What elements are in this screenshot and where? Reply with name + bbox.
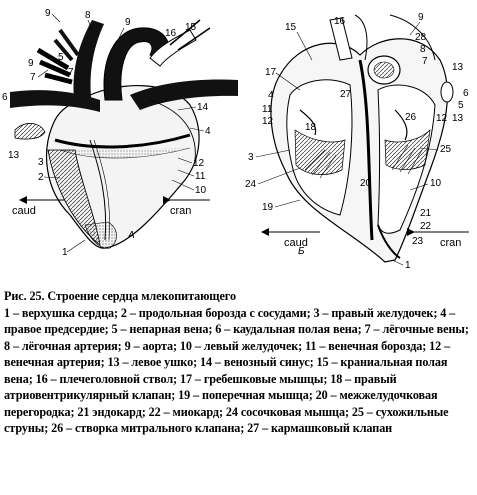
cran-label-left: cran (170, 205, 191, 217)
svg-text:8: 8 (420, 44, 426, 55)
left-panel-labels: 9 8 9 9 7 5 7 6 13 3 2 1 16 15 14 4 12 1… (2, 8, 211, 258)
svg-text:25: 25 (440, 144, 452, 155)
svg-text:16: 16 (165, 28, 177, 39)
svg-text:27: 27 (340, 89, 352, 100)
svg-text:12: 12 (193, 158, 205, 169)
svg-text:21: 21 (420, 208, 432, 219)
svg-text:2: 2 (38, 172, 44, 183)
right-panel-labels: 15 16 9 28 8 7 13 6 5 13 12 17 4 11 12 1… (245, 12, 469, 271)
svg-text:13: 13 (8, 150, 20, 161)
svg-text:5: 5 (458, 100, 464, 111)
svg-text:7: 7 (30, 72, 36, 83)
svg-text:9: 9 (418, 12, 424, 23)
svg-text:4: 4 (268, 90, 274, 101)
svg-text:1: 1 (405, 260, 411, 271)
svg-text:3: 3 (248, 152, 254, 163)
svg-text:9: 9 (45, 8, 51, 19)
svg-text:6: 6 (463, 88, 469, 99)
svg-text:8: 8 (85, 10, 91, 21)
svg-text:17: 17 (265, 67, 277, 78)
svg-text:5: 5 (58, 52, 64, 63)
svg-text:15: 15 (185, 22, 197, 33)
caud-label-left: caud (12, 205, 36, 217)
svg-text:10: 10 (195, 185, 207, 196)
svg-text:12: 12 (436, 113, 448, 124)
svg-text:10: 10 (430, 178, 442, 189)
figure-caption: Рис. 25. Строение сердца млекопитающего … (4, 288, 474, 437)
svg-text:13: 13 (452, 113, 464, 124)
cran-label-right: cran (440, 237, 461, 249)
svg-text:4: 4 (205, 126, 211, 137)
svg-text:14: 14 (197, 102, 209, 113)
svg-text:19: 19 (262, 202, 274, 213)
svg-text:26: 26 (405, 112, 417, 123)
right-heart-section-view (270, 14, 454, 263)
caption-body: 1 – верхушка сердца; 2 – продольная боро… (4, 305, 469, 436)
svg-text:11: 11 (262, 104, 273, 115)
svg-text:6: 6 (2, 92, 8, 103)
svg-text:20: 20 (360, 178, 372, 189)
left-direction-arrows: caud cran (12, 196, 210, 217)
svg-text:28: 28 (415, 32, 427, 43)
svg-text:11: 11 (195, 171, 206, 182)
caud-label-right: caud (284, 237, 308, 249)
svg-text:1: 1 (62, 247, 68, 258)
svg-text:12: 12 (262, 116, 274, 127)
svg-text:23: 23 (412, 236, 424, 247)
right-panel-letter: Б (298, 246, 305, 257)
caption-title: Рис. 25. Строение сердца млекопитающего (4, 289, 236, 303)
svg-text:9: 9 (125, 17, 131, 28)
left-heart-external-view (10, 19, 238, 249)
svg-text:13: 13 (452, 62, 464, 73)
svg-text:22: 22 (420, 221, 432, 232)
svg-text:3: 3 (38, 157, 44, 168)
right-direction-arrows: caud cran (261, 228, 469, 249)
svg-text:24: 24 (245, 179, 257, 190)
svg-text:9: 9 (28, 58, 34, 69)
svg-text:18: 18 (305, 122, 317, 133)
svg-text:7: 7 (422, 56, 428, 67)
svg-text:7: 7 (68, 67, 74, 78)
heart-diagram: 9 8 9 9 7 5 7 6 13 3 2 1 16 15 14 4 12 1… (2, 8, 469, 271)
svg-text:16: 16 (334, 16, 346, 27)
svg-text:15: 15 (285, 22, 297, 33)
left-panel-letter: A (127, 230, 135, 241)
